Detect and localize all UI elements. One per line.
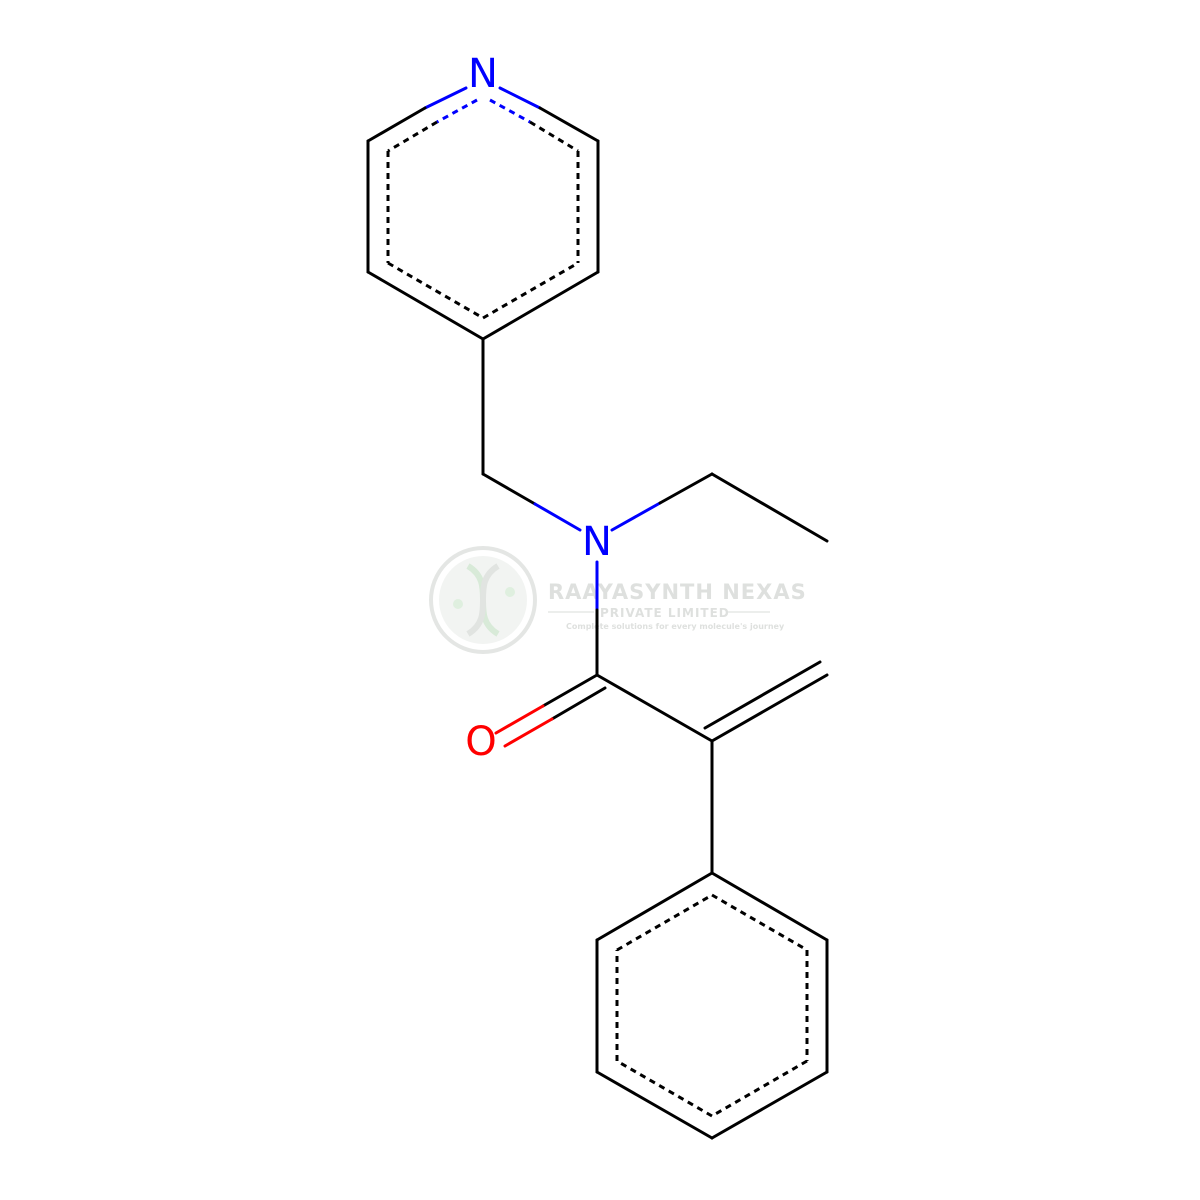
bond-pyr-c5-c4 <box>366 270 485 341</box>
bond-pyr-c6-left-outer <box>366 106 427 143</box>
bond-co-1-red <box>494 704 545 735</box>
aromatic-pyr-7 <box>387 261 484 320</box>
watermark: RAAYASYNTH NEXAS PRIVATE LIMITED Complet… <box>429 546 807 654</box>
bond-n-ethyl-blue <box>610 501 662 532</box>
watermark-company: RAAYASYNTH NEXAS <box>548 580 807 604</box>
bond-pyr-n-c6-left <box>423 86 468 110</box>
amide-chain: N O <box>465 337 829 875</box>
bond-pyr-c2-right-outer <box>538 106 600 143</box>
bond-co-2-red <box>503 717 554 748</box>
bond-ethyl-ch3 <box>710 472 829 543</box>
atom-label-carbonyl-o: O <box>465 719 496 765</box>
bond-ch2-n-black <box>481 472 537 506</box>
bond-ph-6 <box>595 871 714 942</box>
aromatic-pyr-2 <box>387 120 438 153</box>
bond-n-ethyl-black <box>658 472 714 505</box>
aromatic-ph-1 <box>711 893 808 952</box>
aromatic-ph-4 <box>616 1059 713 1118</box>
watermark-tagline: Complete solutions for every molecule's … <box>566 622 785 631</box>
dna-helix-icon <box>429 546 537 654</box>
bond-ch2-n-blue <box>533 502 582 532</box>
bond-vinyl-1 <box>710 673 829 743</box>
aromatic-pyr-8 <box>482 261 579 320</box>
bond-pyr-n-c2-right <box>498 86 542 110</box>
pyridine-ring: N <box>366 51 600 341</box>
bond-vinyl-2 <box>703 660 822 730</box>
watermark-legal: PRIVATE LIMITED <box>600 606 730 620</box>
bond-ph-4 <box>595 1070 714 1140</box>
bond-ph-1 <box>710 871 829 942</box>
atom-label-amide-n: N <box>582 519 612 565</box>
aromatic-pyr-1 <box>436 98 478 124</box>
bond-pyr-c4-c3 <box>481 270 600 341</box>
bond-ph-3 <box>710 1070 829 1140</box>
phenyl-ring <box>595 871 829 1140</box>
bond-co-2-black <box>550 686 607 721</box>
aromatic-ph-6 <box>616 893 713 952</box>
bond-co-1-black <box>541 673 599 708</box>
aromatic-ph-3 <box>711 1059 808 1118</box>
aromatic-pyr-4 <box>529 120 579 153</box>
bond-carbonyl-alpha <box>595 673 714 743</box>
atom-label-pyridine-n: N <box>468 51 498 97</box>
aromatic-pyr-3 <box>489 98 531 124</box>
